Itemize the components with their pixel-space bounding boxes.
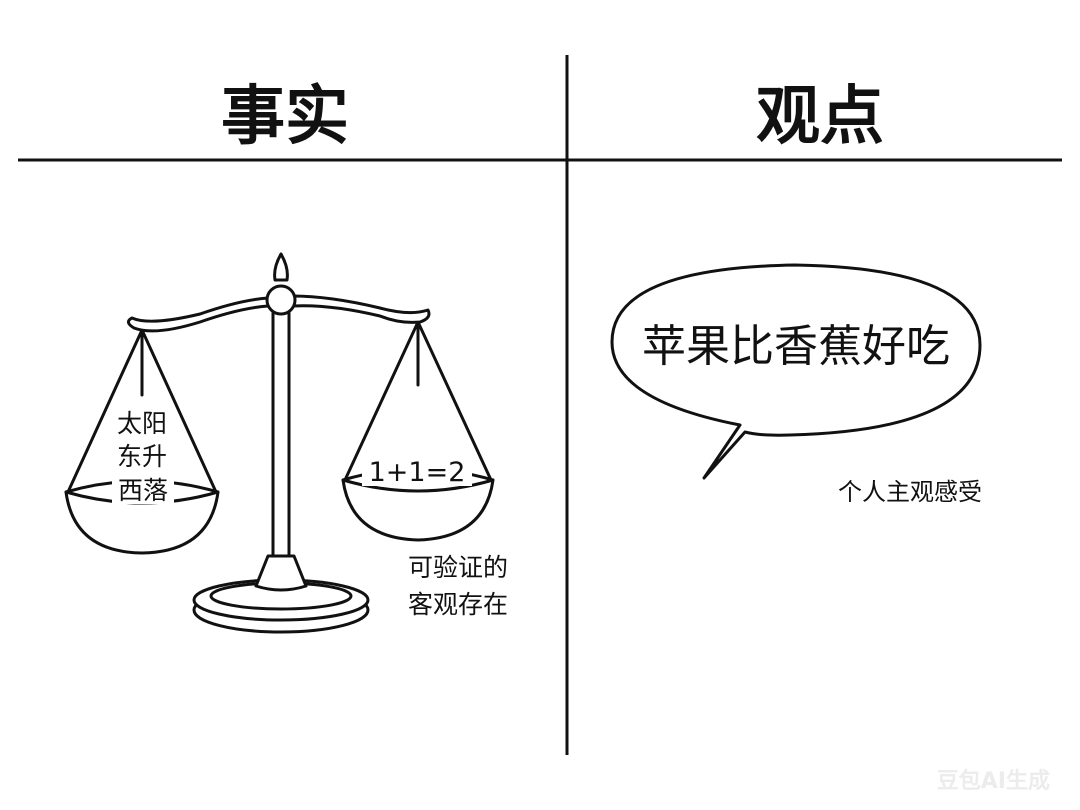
left-pan-line-2: 东升: [117, 442, 167, 471]
speech-bubble: [610, 263, 982, 480]
bubble-text: 苹果比香蕉好吃: [642, 321, 950, 372]
opinion-title: 观点: [756, 80, 884, 154]
right-pan-text: 1+1=2: [369, 457, 466, 488]
fact-caption-line-1: 可验证的: [408, 553, 508, 582]
left-pan-line-3: 西落: [118, 476, 168, 505]
watermark: 豆包AI生成: [937, 768, 1050, 794]
left-pan-line-1: 太阳: [117, 409, 167, 438]
fact-caption-line-2: 客观存在: [408, 590, 508, 619]
fact-title: 事实: [221, 80, 349, 154]
opinion-caption: 个人主观感受: [838, 478, 982, 506]
